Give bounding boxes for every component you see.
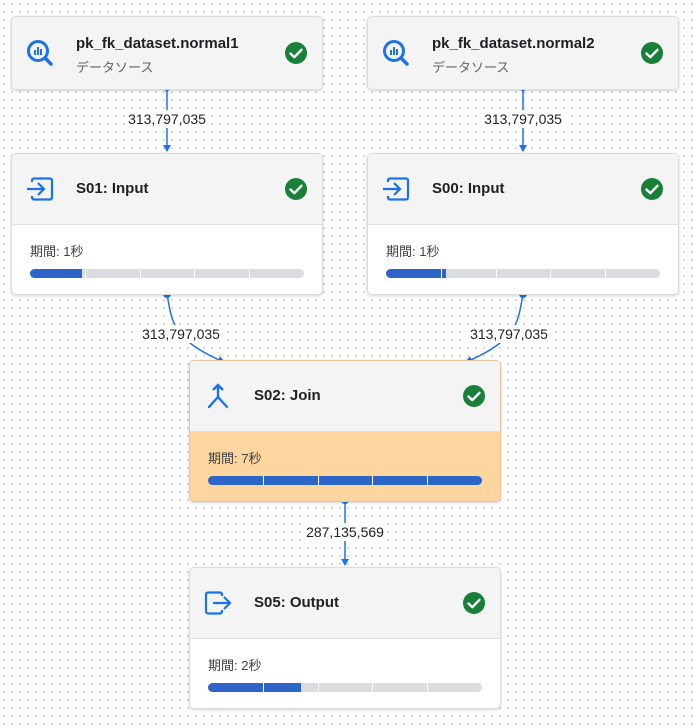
stage-node-s00[interactable]: S00: Input 期間: 1秒 [367, 153, 679, 295]
stage-node-s05[interactable]: S05: Output 期間: 2秒 [189, 567, 501, 709]
stage-duration: 期間: 7秒 [208, 451, 262, 466]
source-node-header: pk_fk_dataset.normal1 データソース [12, 17, 322, 89]
progress-segment-divider [194, 269, 196, 278]
progress-bar [386, 269, 660, 278]
stage-title: S00: Input [432, 180, 505, 197]
progress-segment-divider [84, 269, 86, 278]
stage-body: 期間: 1秒 [12, 225, 322, 294]
check-circle-icon [641, 42, 663, 64]
progress-segment-divider [317, 683, 319, 692]
progress-segment-divider [550, 269, 552, 278]
progress-segment-divider [427, 683, 429, 692]
edge-label-source1: 313,797,035 [125, 110, 209, 128]
progress-segment-divider [249, 269, 251, 278]
source-subtitle: データソース [432, 60, 510, 75]
progress-segment-divider [372, 476, 374, 485]
stage-duration: 期間: 2秒 [208, 658, 262, 673]
merge-icon [207, 383, 229, 409]
edge-label-s00: 313,797,035 [467, 325, 551, 343]
progress-segment-divider [262, 476, 264, 485]
input-icon [27, 177, 54, 201]
stage-duration: 期間: 1秒 [386, 244, 440, 259]
stage-title: S02: Join [254, 387, 321, 404]
source-node-header: pk_fk_dataset.normal2 データソース [368, 17, 678, 89]
progress-bar-fill [208, 683, 302, 692]
progress-segment-divider [427, 476, 429, 485]
source-node[interactable]: pk_fk_dataset.normal2 データソース [367, 16, 679, 90]
stage-title: S05: Output [254, 594, 339, 611]
edge-label-source2: 313,797,035 [481, 110, 565, 128]
progress-bar-fill [386, 269, 447, 278]
stage-node-s01[interactable]: S01: Input 期間: 1秒 [11, 153, 323, 295]
progress-bar-fill [208, 476, 482, 485]
source-title: pk_fk_dataset.normal2 [432, 35, 595, 52]
check-circle-icon [463, 385, 485, 407]
check-circle-icon [285, 42, 307, 64]
check-circle-icon [463, 592, 485, 614]
bigquery-search-icon [383, 40, 409, 66]
stage-body: 期間: 1秒 [368, 225, 678, 294]
stage-header: S02: Join [190, 361, 500, 432]
progress-segment-divider [495, 269, 497, 278]
progress-bar [208, 683, 482, 692]
check-circle-icon [285, 178, 307, 200]
progress-bar [30, 269, 304, 278]
output-icon [204, 591, 232, 615]
progress-segment-divider [605, 269, 607, 278]
stage-node-s02[interactable]: S02: Join 期間: 7秒 [189, 360, 501, 502]
source-title: pk_fk_dataset.normal1 [76, 35, 239, 52]
source-subtitle: データソース [76, 60, 154, 75]
check-circle-icon [641, 178, 663, 200]
progress-segment-divider [262, 683, 264, 692]
edge-label-s02: 287,135,569 [303, 523, 387, 541]
progress-bar-fill [30, 269, 83, 278]
stage-body: 期間: 7秒 [190, 432, 500, 501]
stage-header: S01: Input [12, 154, 322, 225]
progress-segment-divider [317, 476, 319, 485]
progress-segment-divider [440, 269, 442, 278]
progress-segment-divider [372, 683, 374, 692]
progress-bar [208, 476, 482, 485]
stage-header: S05: Output [190, 568, 500, 639]
edge-label-s01: 313,797,035 [139, 325, 223, 343]
stage-title: S01: Input [76, 180, 149, 197]
stage-header: S00: Input [368, 154, 678, 225]
progress-segment-divider [139, 269, 141, 278]
bigquery-search-icon [27, 40, 53, 66]
input-icon [383, 177, 410, 201]
source-node[interactable]: pk_fk_dataset.normal1 データソース [11, 16, 323, 90]
stage-duration: 期間: 1秒 [30, 244, 84, 259]
stage-body: 期間: 2秒 [190, 639, 500, 708]
